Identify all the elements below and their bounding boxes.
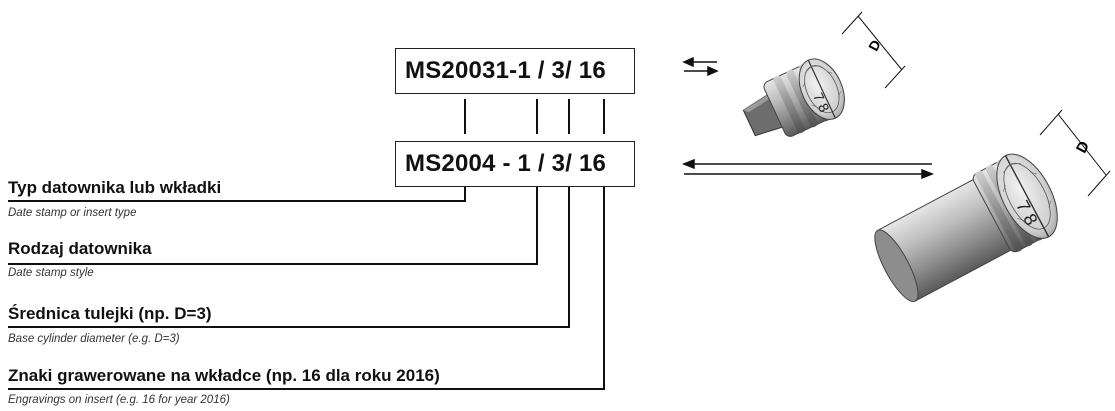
label-type-title: Typ datownika lub wkładki xyxy=(8,178,222,197)
leader-engraving xyxy=(8,187,605,390)
insert-dimension-lines xyxy=(841,11,906,89)
label-type-subtitle: Date stamp or insert type xyxy=(8,207,137,219)
leader-style xyxy=(8,187,538,265)
label-diameter-title: Średnica tulejki (np. D=3) xyxy=(8,304,212,323)
datestamp-dimension-label: D xyxy=(1073,138,1093,156)
insert-code-box: MS20031-1 / 3/ 16 xyxy=(395,48,635,94)
label-engraving-title: Znaki grawerowane na wkładce (np. 16 dla… xyxy=(8,366,440,385)
insert-dial-ticks xyxy=(802,65,841,108)
datestamp-illustration: 7 8 xyxy=(874,153,1058,302)
insert-code-text: MS20031-1 / 3/ 16 xyxy=(405,57,606,84)
label-style-title: Rodzaj datownika xyxy=(8,239,152,258)
datestamp-code-text: MS2004 - 1 / 3/ 16 xyxy=(405,150,607,177)
insert-illustration: 7 8 xyxy=(742,58,845,137)
datestamp-code-box: MS2004 - 1 / 3/ 16 xyxy=(395,141,635,187)
label-style-subtitle: Date stamp style xyxy=(8,267,94,279)
datestamp-dimension-lines xyxy=(1039,109,1111,197)
insert-dimension-label: D xyxy=(865,37,884,53)
leader-type xyxy=(8,187,466,202)
label-engraving-subtitle: Engravings on insert (e.g. 16 for year 2… xyxy=(8,394,230,406)
code-mapping-ticks xyxy=(464,99,605,134)
label-leader-lines xyxy=(8,187,605,390)
leader-diameter xyxy=(8,187,570,328)
label-diameter-subtitle: Base cylinder diameter (e.g. D=3) xyxy=(8,333,180,345)
insert-double-arrow-icon xyxy=(682,56,719,77)
insert-engraving-text: 7 8 xyxy=(810,90,833,115)
datestamp-dial-ticks xyxy=(1002,162,1052,221)
datestamp-double-arrow-icon xyxy=(681,158,935,180)
